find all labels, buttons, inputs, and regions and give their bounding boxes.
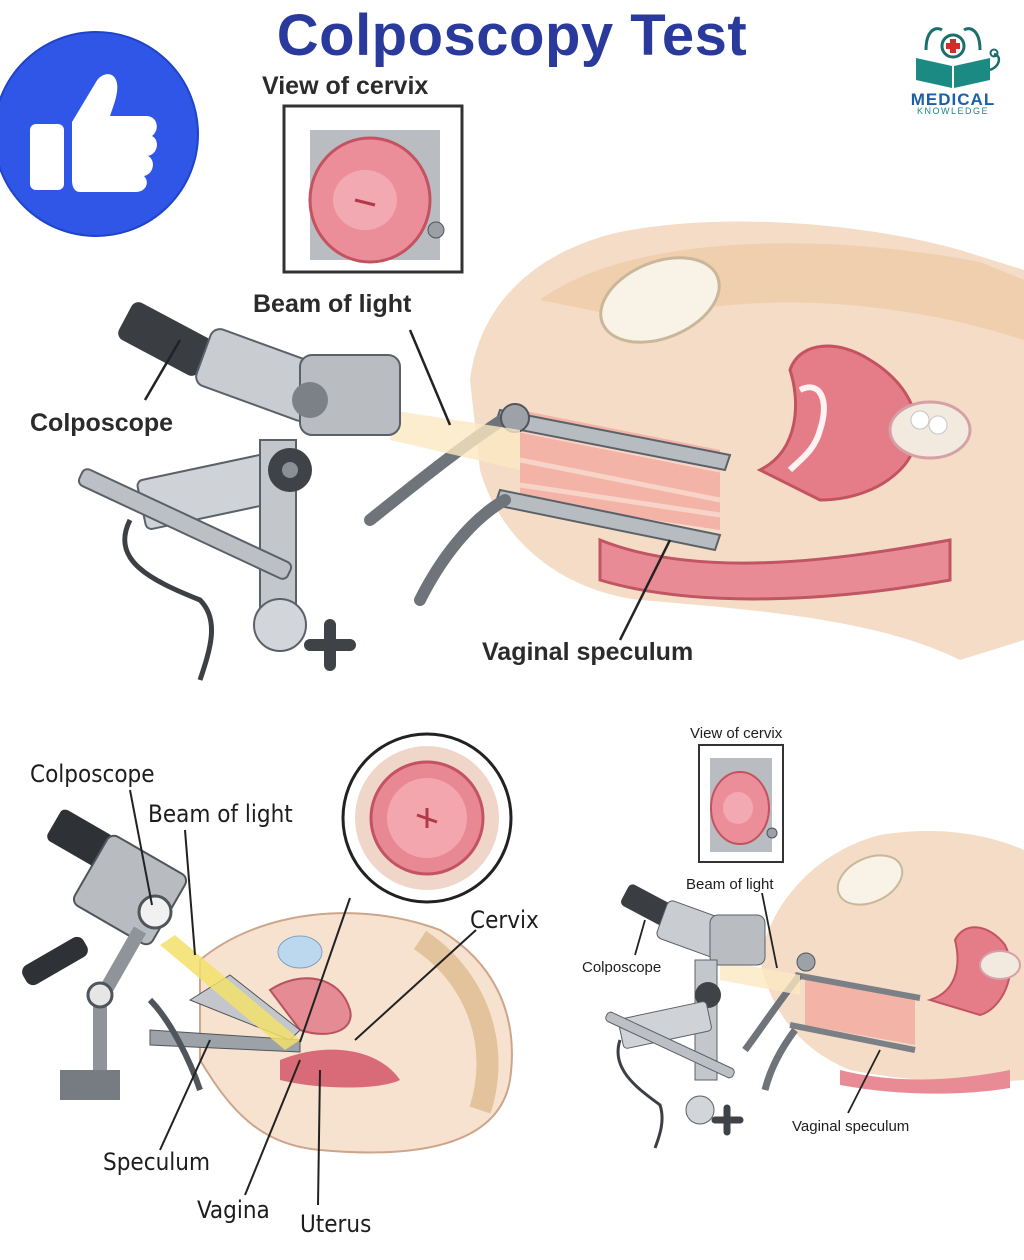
bl-vagina-label: Vagina xyxy=(197,1196,270,1224)
top-colposcope-label: Colposcope xyxy=(30,409,174,437)
rectum xyxy=(598,537,952,601)
colposcope-device xyxy=(77,302,401,681)
br-beam-of-light-label: Beam of light xyxy=(686,876,774,893)
medical-knowledge-logo-icon xyxy=(916,27,1001,88)
bl-cervix-label: Cervix xyxy=(470,906,539,934)
page-title: Colposcopy Test xyxy=(276,3,748,68)
bl-uterus-label: Uterus xyxy=(300,1210,372,1238)
br-vaginal-speculum-label: Vaginal speculum xyxy=(792,1118,910,1135)
logo-text-medical: MEDICAL xyxy=(910,90,996,109)
bl-colposcope-label: Colposcope xyxy=(30,760,155,788)
bl-beam-of-light-label: Beam of light xyxy=(148,800,293,828)
br-view-of-cervix-label: View of cervix xyxy=(690,725,783,742)
thumbs-up-icon xyxy=(0,31,199,237)
bladder xyxy=(599,256,721,344)
top-vaginal-speculum-label: Vaginal speculum xyxy=(482,638,694,666)
bl-speculum-label: Speculum xyxy=(103,1148,210,1176)
top-beam-of-light-label: Beam of light xyxy=(253,290,412,318)
beam-of-light xyxy=(390,410,520,470)
top-colposcopy-diagram xyxy=(77,104,1024,681)
br-colposcope-label: Colposcope xyxy=(582,959,662,976)
top-view-of-cervix-label: View of cervix xyxy=(262,72,429,100)
logo-text-knowledge: KNOWLEDGE xyxy=(916,106,989,116)
